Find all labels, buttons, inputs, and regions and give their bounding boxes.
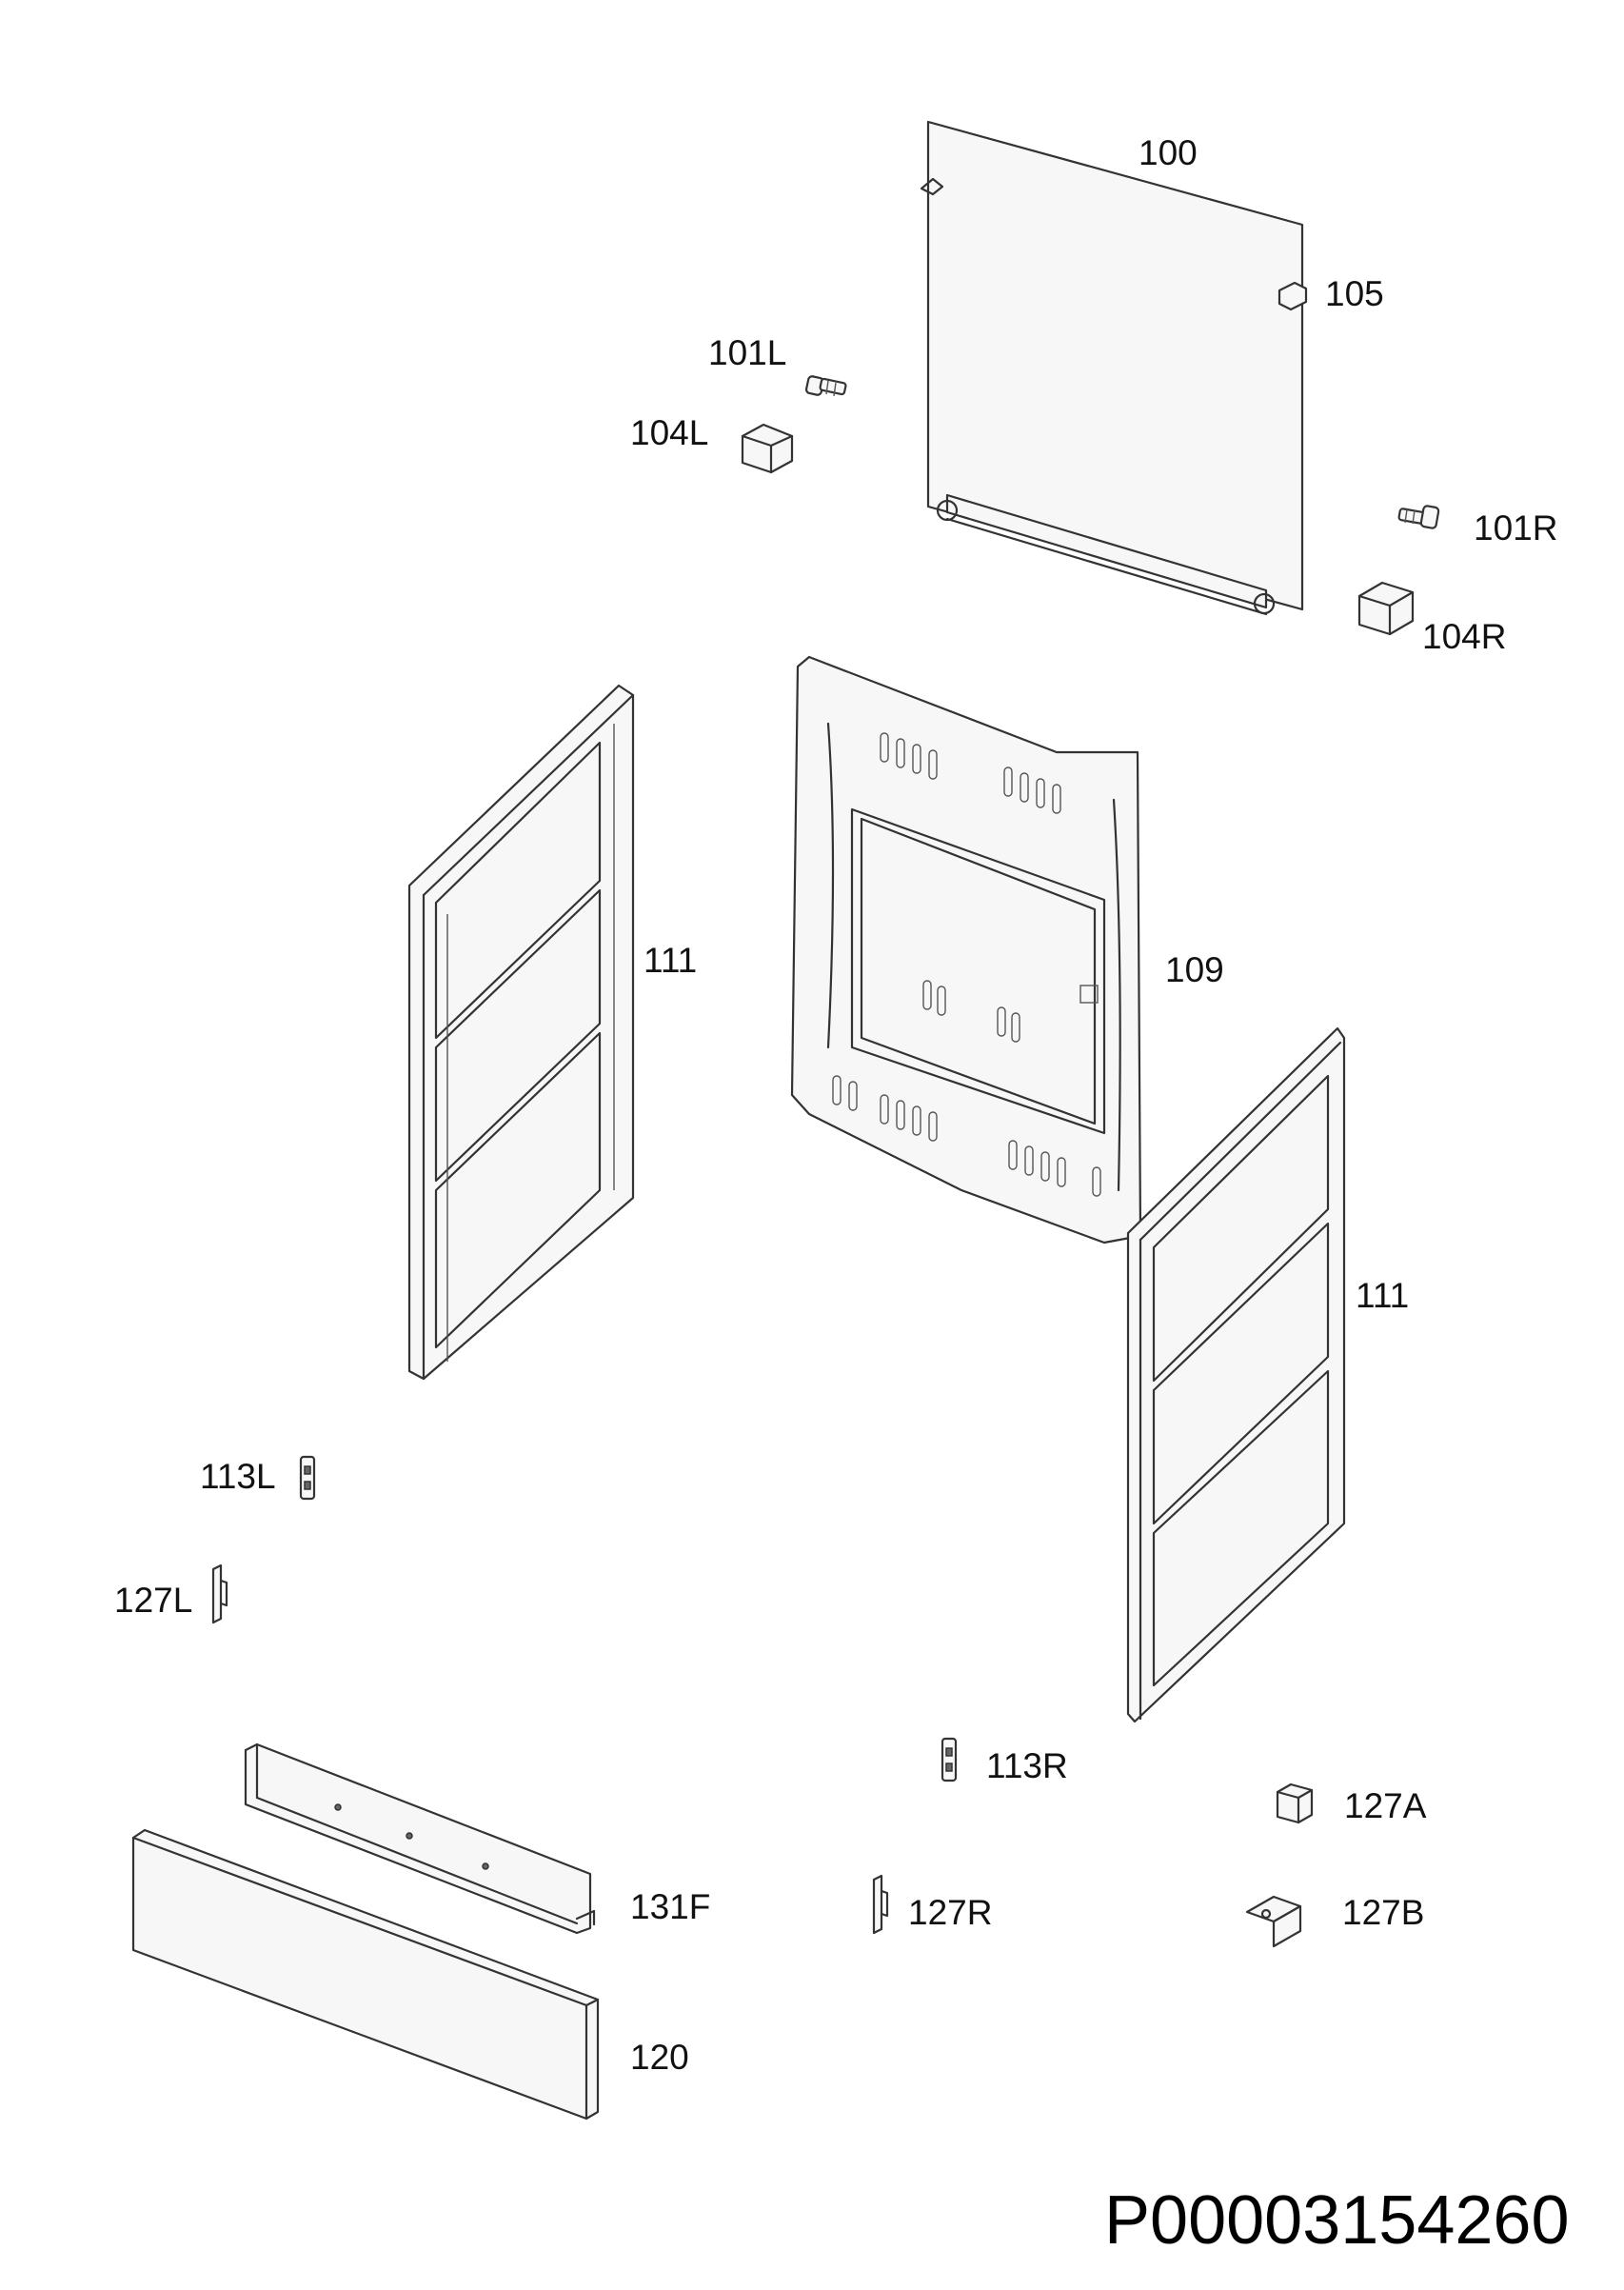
part-120-front-panel <box>131 1828 600 2121</box>
part-113R-latch <box>941 1737 958 1782</box>
label-104R: 104R <box>1422 617 1507 656</box>
document-number: P00003154260 <box>1104 2182 1570 2259</box>
label-104L: 104L <box>630 413 709 452</box>
label-127A: 127A <box>1344 1786 1427 1825</box>
part-101L-pin <box>804 375 847 397</box>
label-111-left: 111 <box>644 941 698 980</box>
part-111-left-side-frame <box>407 684 635 1381</box>
label-101L: 101L <box>708 333 787 372</box>
part-104L-block <box>741 423 794 474</box>
label-113L: 113L <box>200 1457 276 1496</box>
part-127R-bracket <box>872 1874 889 1935</box>
part-104R-block <box>1357 581 1415 636</box>
part-105-clip <box>1277 281 1308 311</box>
part-131F-front-rail <box>244 1742 596 1935</box>
label-127L: 127L <box>114 1581 193 1620</box>
label-109: 109 <box>1165 950 1224 989</box>
part-100-back-plate <box>920 120 1304 616</box>
part-113L-latch <box>299 1455 316 1501</box>
label-111-right: 111 <box>1356 1276 1410 1315</box>
part-127B-angle-bracket <box>1245 1895 1302 1948</box>
label-127B: 127B <box>1342 1893 1425 1932</box>
label-100: 100 <box>1139 133 1198 172</box>
part-101R-pin <box>1397 505 1440 529</box>
label-120: 120 <box>630 2038 689 2077</box>
label-113R: 113R <box>986 1746 1068 1785</box>
label-101R: 101R <box>1474 508 1558 548</box>
part-109-inner-frame <box>790 655 1142 1245</box>
part-127L-bracket <box>211 1563 228 1624</box>
label-131F: 131F <box>630 1887 711 1926</box>
label-105: 105 <box>1325 274 1384 313</box>
part-111-right-side-frame <box>1126 1026 1346 1723</box>
label-127R: 127R <box>908 1893 993 1932</box>
part-127A-block <box>1276 1782 1314 1824</box>
